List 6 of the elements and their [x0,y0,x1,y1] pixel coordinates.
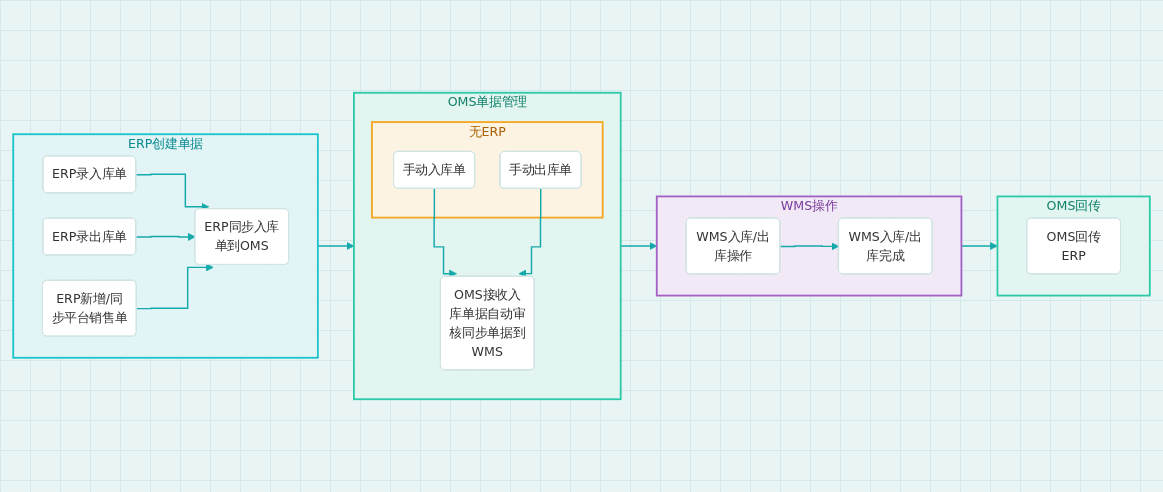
arrow [135,232,196,241]
arrow [135,263,214,310]
arrow [433,188,457,278]
arrow [779,242,840,251]
arrow [518,188,542,278]
arrow [135,173,210,211]
